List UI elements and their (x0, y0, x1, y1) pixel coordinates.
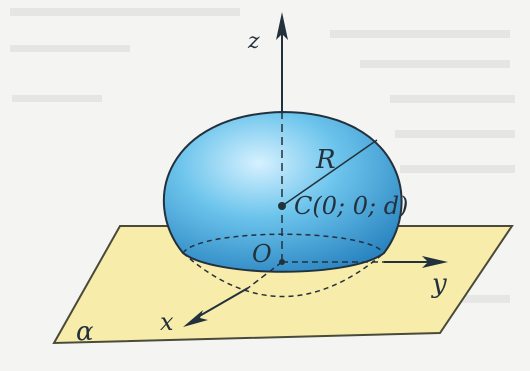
radius-line (281, 139, 378, 207)
origin-label: O (252, 240, 272, 268)
radius-label: R (315, 145, 336, 175)
origin-point (279, 259, 285, 265)
z-axis-label: z (247, 29, 260, 54)
center-point (278, 202, 286, 210)
sphere-hidden-lower-arc (182, 252, 385, 298)
y-axis-label: y (431, 269, 447, 299)
x-axis (195, 287, 249, 319)
x-axis-label: x (160, 308, 174, 336)
x-axis-hidden (247, 261, 283, 289)
plane-label: α (76, 317, 94, 347)
z-axis-arrowhead (276, 12, 288, 40)
center-label: C(0; 0; d) (294, 192, 408, 220)
x-axis-arrowhead (183, 310, 208, 327)
y-axis-arrowhead (422, 256, 448, 268)
